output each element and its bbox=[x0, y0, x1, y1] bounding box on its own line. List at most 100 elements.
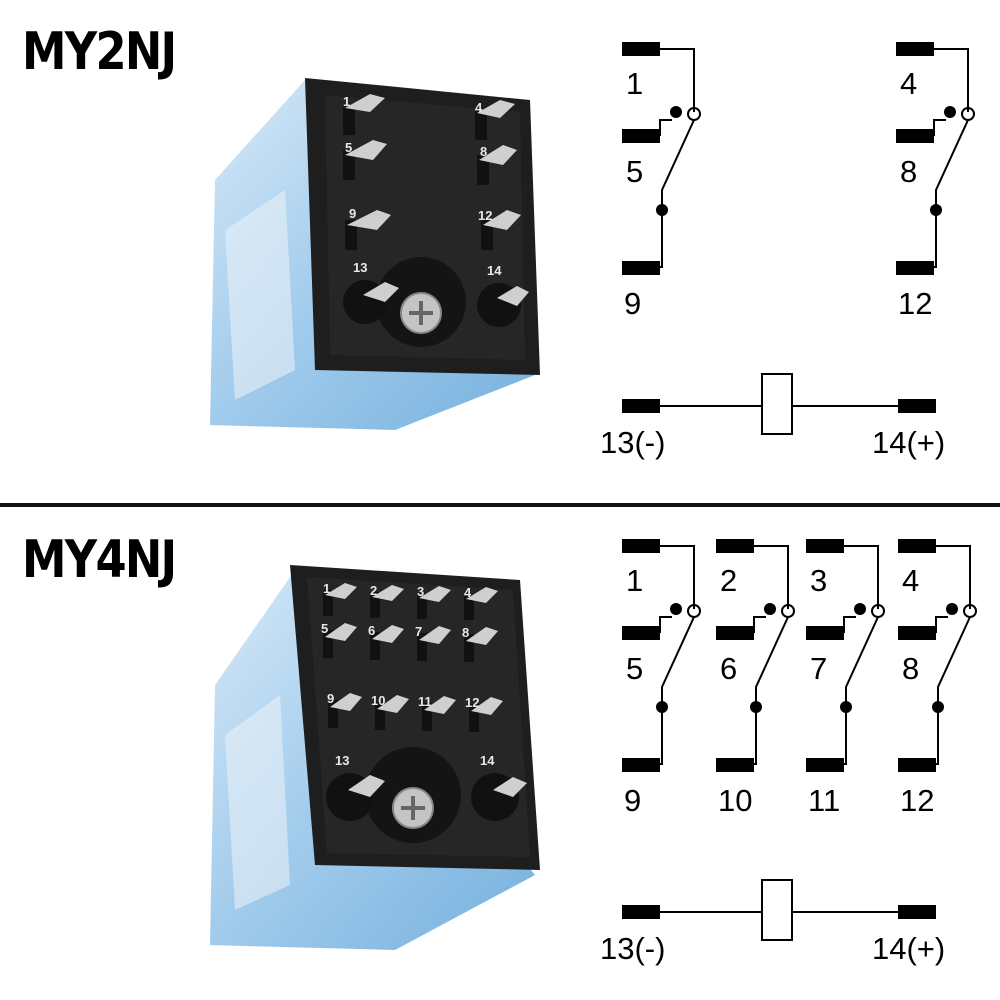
label-nc: 1 bbox=[626, 563, 643, 598]
svg-text:8: 8 bbox=[480, 144, 487, 159]
svg-text:5: 5 bbox=[345, 140, 352, 155]
svg-text:4: 4 bbox=[475, 100, 483, 115]
svg-text:11: 11 bbox=[418, 694, 432, 709]
terminal-common bbox=[896, 261, 934, 275]
svg-text:2: 2 bbox=[370, 583, 377, 598]
label-common: 12 bbox=[900, 783, 934, 818]
wire-no bbox=[753, 616, 766, 633]
coil-label-pos: 14(+) bbox=[872, 931, 945, 966]
pin-1: 1 bbox=[323, 581, 357, 616]
terminal-nc bbox=[806, 539, 844, 553]
pin-13: 13 bbox=[343, 260, 399, 324]
pin-12: 12 bbox=[465, 695, 503, 732]
label-no: 5 bbox=[626, 154, 643, 189]
pin-row-top: 1 2 3 4 bbox=[323, 581, 498, 620]
terminal-common bbox=[898, 758, 936, 772]
terminal-no bbox=[896, 129, 934, 143]
svg-text:9: 9 bbox=[327, 691, 334, 706]
terminal-no bbox=[716, 626, 754, 640]
switch-arm bbox=[660, 616, 695, 765]
svg-text:7: 7 bbox=[415, 624, 422, 639]
label-no: 6 bbox=[720, 651, 737, 686]
wire-nc bbox=[660, 545, 695, 609]
pole-1: 159 bbox=[622, 539, 701, 818]
coil-label-pos: 14(+) bbox=[872, 425, 945, 460]
terminal-nc bbox=[896, 42, 934, 56]
label-no: 8 bbox=[900, 154, 917, 189]
terminal-no bbox=[806, 626, 844, 640]
svg-text:8: 8 bbox=[462, 625, 469, 640]
label-common: 9 bbox=[624, 783, 641, 818]
svg-text:12: 12 bbox=[478, 208, 492, 223]
label-nc: 1 bbox=[626, 66, 643, 101]
coil-terminal-pos bbox=[898, 905, 936, 919]
label-nc: 4 bbox=[902, 563, 919, 598]
coil-terminal-neg bbox=[622, 399, 660, 413]
svg-text:1: 1 bbox=[343, 94, 350, 109]
terminal-common bbox=[622, 261, 660, 275]
terminal-nc bbox=[716, 539, 754, 553]
svg-text:13: 13 bbox=[353, 260, 367, 275]
terminal-no bbox=[622, 626, 660, 640]
coil-symbol bbox=[761, 879, 793, 941]
wire-no bbox=[843, 616, 856, 633]
label-nc: 2 bbox=[720, 563, 737, 598]
label-nc: 3 bbox=[810, 563, 827, 598]
wire-no bbox=[935, 616, 948, 633]
switch-arm bbox=[934, 119, 969, 268]
relay-photo-my2nj: 1 5 9 4 8 12 13 14 bbox=[210, 78, 540, 430]
terminal-common bbox=[622, 758, 660, 772]
wire-no bbox=[659, 119, 672, 136]
wire-no bbox=[933, 119, 946, 136]
svg-text:14: 14 bbox=[480, 753, 495, 768]
terminal-nc bbox=[898, 539, 936, 553]
pin-8: 8 bbox=[462, 625, 498, 662]
label-no: 8 bbox=[902, 651, 919, 686]
coil-terminal-pos bbox=[898, 399, 936, 413]
terminal-common bbox=[716, 758, 754, 772]
pin-10: 10 bbox=[371, 693, 409, 730]
terminal-nc bbox=[622, 539, 660, 553]
wire-nc bbox=[754, 545, 789, 609]
wire-nc bbox=[936, 545, 971, 609]
coil-label-neg: 13(-) bbox=[600, 931, 665, 966]
pin-9: 9 bbox=[345, 206, 391, 250]
pin-2: 2 bbox=[370, 583, 404, 618]
label-no: 7 bbox=[810, 651, 827, 686]
svg-text:3: 3 bbox=[417, 584, 424, 599]
svg-text:9: 9 bbox=[349, 206, 356, 221]
my4nj-coil-diagram: 13(-) 14(+) bbox=[600, 879, 945, 966]
terminal-nc bbox=[622, 42, 660, 56]
pin-4: 4 bbox=[464, 585, 498, 620]
pin-3: 3 bbox=[417, 584, 451, 619]
section-divider bbox=[0, 503, 1000, 507]
coil-symbol bbox=[761, 373, 793, 435]
pin-row-middle: 5 6 7 8 bbox=[321, 621, 498, 662]
wire-nc bbox=[934, 48, 969, 112]
wire-nc bbox=[660, 48, 695, 112]
svg-text:12: 12 bbox=[465, 695, 479, 710]
svg-text:5: 5 bbox=[321, 621, 328, 636]
pin-13: 13 bbox=[326, 753, 385, 821]
wire-no bbox=[659, 616, 672, 633]
relay-title-my4nj: MY4NJ bbox=[22, 530, 177, 590]
svg-text:6: 6 bbox=[368, 623, 375, 638]
pin-6: 6 bbox=[368, 623, 404, 660]
svg-text:10: 10 bbox=[371, 693, 385, 708]
pin-5: 5 bbox=[343, 140, 387, 180]
svg-text:14: 14 bbox=[487, 263, 502, 278]
label-common: 11 bbox=[808, 783, 840, 818]
label-common: 12 bbox=[898, 286, 932, 321]
terminal-no bbox=[898, 626, 936, 640]
switch-arm bbox=[844, 616, 879, 765]
svg-text:1: 1 bbox=[323, 581, 330, 596]
pin-1: 1 bbox=[343, 94, 385, 135]
coil-label-neg: 13(-) bbox=[600, 425, 665, 460]
pole-1: 159 bbox=[622, 42, 701, 321]
pole-3: 3 7 11 bbox=[806, 539, 885, 818]
wire-nc bbox=[844, 545, 879, 609]
pole-4: 4 8 12 bbox=[898, 539, 977, 818]
